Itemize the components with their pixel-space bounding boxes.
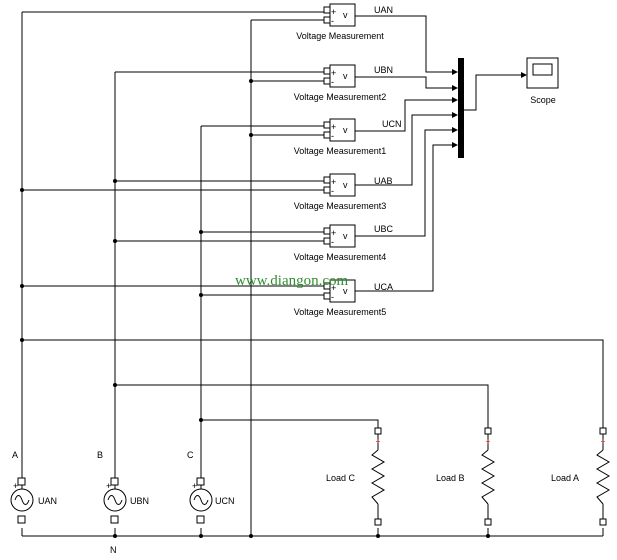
meter-minus-sign: - (331, 237, 334, 247)
signal-label-uan: UAN (374, 5, 393, 15)
voltage-measurement4-block[interactable]: + - v Voltage Measurement4 (294, 224, 387, 262)
load-label: Load A (551, 473, 579, 483)
meter-v-label: v (343, 180, 348, 190)
meter-minus-sign: - (331, 292, 334, 302)
mux-block[interactable] (458, 58, 464, 158)
meter-v-label: v (343, 286, 348, 296)
meter-plus-sign: + (331, 228, 336, 238)
load-c-block[interactable]: + Load C (326, 427, 385, 526)
meter-plus-sign: + (331, 122, 336, 132)
ac-source-ubn[interactable]: + UBN (103, 477, 149, 524)
source-plus-sign: + (106, 481, 111, 491)
sine-wave-icon (14, 495, 30, 505)
voltage-measurement5-block[interactable]: + - v Voltage Measurement5 (294, 279, 387, 317)
meter-block-name: Voltage Measurement1 (294, 146, 387, 156)
meter-v-label: v (343, 71, 348, 81)
meter-block-name: Voltage Measurement5 (294, 307, 387, 317)
source-label: UCN (215, 496, 235, 506)
port-plus-mark: + (601, 437, 606, 446)
ac-source-ucn[interactable]: + UCN (189, 477, 235, 524)
source-label: UAN (38, 496, 57, 506)
junction-dots (20, 79, 490, 538)
voltage-measurement2-block[interactable]: + - v Voltage Measurement2 (294, 64, 387, 102)
source-label: UBN (130, 496, 149, 506)
watermark-text: www.diangon.com (235, 273, 349, 289)
node-label-c: C (187, 450, 194, 460)
meter-block-name: Voltage Measurement (296, 31, 384, 41)
meter-block-name: Voltage Measurement2 (294, 92, 387, 102)
source-plus-sign: + (13, 481, 18, 491)
meter-v-label: v (343, 125, 348, 135)
meter-block-name: Voltage Measurement3 (294, 201, 387, 211)
meter-block-name: Voltage Measurement4 (294, 252, 387, 262)
meter-plus-sign: + (331, 68, 336, 78)
signal-label-uca: UCA (374, 282, 393, 292)
signal-label-uab: UAB (374, 176, 393, 186)
signal-label-ucn: UCN (382, 119, 402, 129)
load-label: Load C (326, 473, 356, 483)
meter-v-label: v (343, 10, 348, 20)
meter-minus-sign: - (331, 131, 334, 141)
sine-wave-icon (193, 495, 209, 505)
signal-label-ubc: UBC (374, 224, 394, 234)
meter-plus-sign: + (331, 283, 336, 293)
node-label-b: B (97, 450, 103, 460)
meter-minus-sign: - (331, 16, 334, 26)
signal-label-ubn: UBN (374, 65, 393, 75)
node-label-n: N (110, 545, 117, 555)
scope-block[interactable]: Scope (526, 57, 559, 105)
port-plus-mark: + (486, 437, 491, 446)
voltage-measurement3-block[interactable]: + - v Voltage Measurement3 (294, 173, 387, 211)
node-label-a: A (12, 450, 18, 460)
scope-label: Scope (530, 95, 556, 105)
port-plus-mark: + (376, 437, 381, 446)
voltage-measurement-block[interactable]: + - v Voltage Measurement (296, 3, 384, 41)
meter-plus-sign: + (331, 177, 336, 187)
scope-screen-icon (532, 63, 553, 76)
meter-minus-sign: - (331, 77, 334, 87)
ac-source-uan[interactable]: + UAN (10, 477, 57, 524)
meter-minus-sign: - (331, 186, 334, 196)
source-plus-sign: + (192, 481, 197, 491)
meter-plus-sign: + (331, 7, 336, 17)
arrowheads (452, 69, 527, 148)
meter-v-label: v (343, 231, 348, 241)
load-a-block[interactable]: + Load A (551, 427, 610, 526)
voltage-measurement1-block[interactable]: + - v Voltage Measurement1 (294, 118, 387, 156)
sine-wave-icon (107, 495, 123, 505)
load-b-block[interactable]: + Load B (436, 427, 495, 526)
load-label: Load B (436, 473, 465, 483)
